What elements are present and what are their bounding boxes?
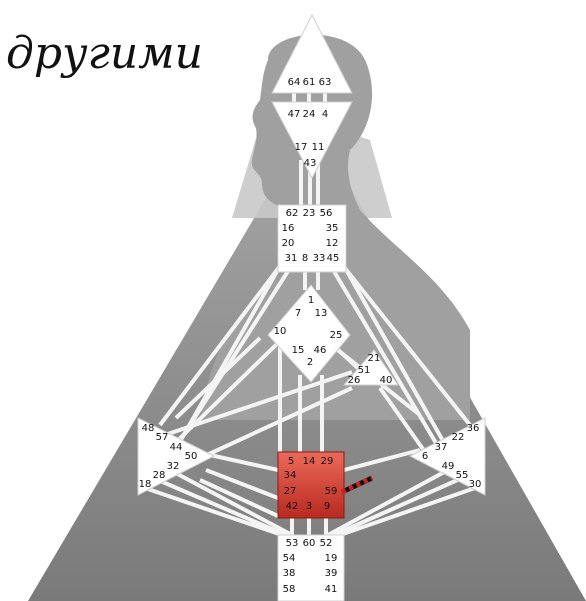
gate-label: 28	[153, 470, 166, 481]
centers-layer	[137, 13, 486, 601]
gate-label: 52	[320, 538, 333, 549]
channel-line	[169, 468, 293, 537]
gate-label: 60	[303, 538, 316, 549]
gate-label: 31	[285, 253, 298, 264]
gate-label: 39	[325, 568, 338, 579]
solar-plexus-center	[408, 417, 486, 496]
gate-label: 33	[313, 253, 326, 264]
root-center	[277, 534, 345, 601]
gate-label: 46	[314, 345, 327, 356]
channel-line	[157, 478, 287, 537]
g-center-center	[267, 284, 351, 383]
gate-label: 32	[167, 461, 180, 472]
channel-line	[343, 448, 421, 472]
channel-line	[174, 336, 262, 420]
gate-label: 41	[325, 584, 338, 595]
gate-label: 8	[302, 253, 308, 264]
gate-label: 25	[330, 330, 343, 341]
gate-label: 54	[283, 553, 296, 564]
gate-label: 12	[326, 238, 339, 249]
gate-label: 1	[308, 295, 314, 306]
gate-label: 57	[156, 432, 169, 443]
gate-label: 23	[303, 208, 316, 219]
channel-line	[144, 486, 283, 537]
gate-label: 48	[142, 423, 155, 434]
gate-label: 62	[286, 208, 299, 219]
channel-line	[330, 266, 454, 472]
gate-label: 4	[322, 109, 328, 120]
gate-label: 14	[303, 456, 316, 467]
gate-label: 6	[422, 451, 428, 462]
gate-label: 11	[312, 142, 325, 153]
channel-line	[205, 468, 279, 500]
gate-label: 24	[303, 109, 316, 120]
gate-label: 30	[469, 479, 482, 490]
sacral-center	[277, 451, 345, 519]
gate-label: 7	[295, 308, 301, 319]
throat-center	[277, 204, 347, 273]
gate-label: 47	[288, 109, 301, 120]
channel-line	[327, 468, 449, 537]
gate-label: 35	[326, 223, 339, 234]
gate-label: 17	[295, 142, 308, 153]
channel-line	[338, 260, 472, 427]
gate-label: 13	[315, 308, 328, 319]
channel-line	[333, 476, 463, 537]
gate-label: 45	[327, 253, 340, 264]
spleen-center	[137, 417, 216, 496]
gate-label: 34	[284, 470, 297, 481]
gate-label: 36	[467, 423, 480, 434]
active-channel-line	[340, 475, 374, 495]
gate-label: 55	[456, 470, 469, 481]
gate-label: 44	[170, 442, 183, 453]
gate-label: 53	[286, 538, 299, 549]
gate-label: 3	[306, 501, 312, 512]
gate-label: 5	[288, 456, 294, 467]
gate-label: 42	[286, 501, 299, 512]
gate-label: 50	[185, 451, 198, 462]
gate-label: 59	[325, 486, 338, 497]
channel-line	[199, 478, 279, 518]
gate-label: 20	[282, 238, 295, 249]
gate-label: 22	[452, 432, 465, 443]
active-channel-layer	[340, 475, 374, 495]
channel-line	[209, 453, 279, 472]
gate-label: 9	[324, 501, 330, 512]
gate-label: 64	[288, 77, 301, 88]
gate-label: 18	[139, 479, 152, 490]
gate-label: 10	[274, 326, 287, 337]
gate-label: 29	[321, 456, 334, 467]
gate-label: 16	[282, 223, 295, 234]
heading-text: другими	[6, 28, 203, 79]
gate-label: 19	[325, 553, 338, 564]
ajna-center	[271, 101, 353, 180]
gate-label: 38	[283, 568, 296, 579]
gate-label: 26	[348, 375, 361, 386]
gate-label: 21	[368, 353, 381, 364]
gate-label: 49	[442, 461, 455, 472]
channel-line	[158, 260, 285, 427]
heart-center	[342, 349, 399, 386]
gate-label: 63	[319, 77, 332, 88]
gate-label: 37	[435, 442, 448, 453]
gate-label: 2	[307, 357, 313, 368]
channel-line	[378, 386, 427, 454]
head-center	[271, 13, 353, 94]
channel-line	[168, 336, 285, 450]
gate-label: 61	[303, 77, 316, 88]
gate-label: 58	[283, 584, 296, 595]
channel-line	[339, 486, 476, 537]
channel-line	[195, 386, 353, 462]
gate-label: 40	[380, 375, 393, 386]
gate-label: 56	[320, 208, 333, 219]
gate-label: 43	[304, 158, 317, 169]
gate-label: 51	[358, 365, 371, 376]
gate-label: 15	[292, 345, 305, 356]
gate-label: 27	[284, 486, 297, 497]
channel-line	[149, 370, 353, 442]
